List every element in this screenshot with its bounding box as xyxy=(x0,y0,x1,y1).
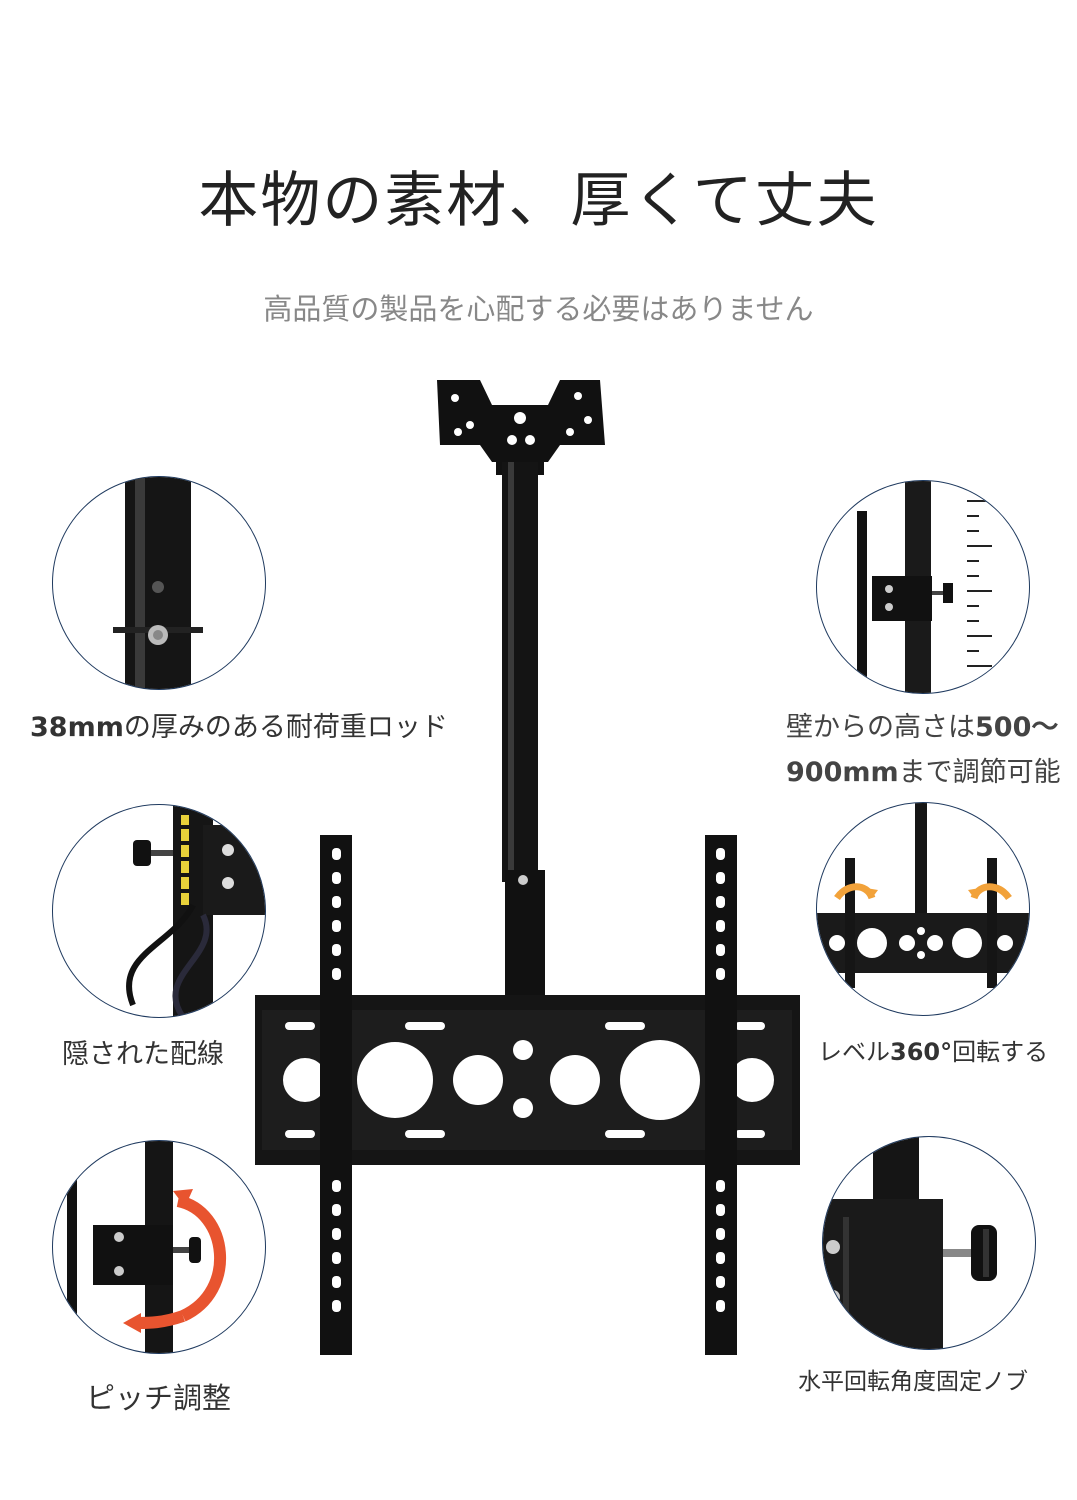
height-closeup-circle xyxy=(816,480,1030,694)
page-title: 本物の素材、厚くて丈夫 xyxy=(198,166,879,236)
height-caption-line2: 900mmまで調節可能 xyxy=(786,750,1061,789)
rod-caption-text: の厚みのある耐荷重ロッド xyxy=(123,712,448,743)
page-subtitle: 高品質の製品を心配する必要はありません xyxy=(263,292,814,326)
height-caption-prefix: 壁からの高さは xyxy=(786,712,975,743)
wiring-caption: 隠された配線 xyxy=(62,1039,224,1070)
rotation-caption-prefix: レベル xyxy=(818,1038,890,1066)
knob-caption: 水平回転角度固定ノブ xyxy=(798,1369,1028,1395)
rod-closeup-circle xyxy=(52,476,266,690)
height-caption-suffix: まで調節可能 xyxy=(898,757,1061,788)
wiring-closeup-circle xyxy=(52,804,266,1018)
rotation-caption-bold: 360° xyxy=(890,1038,953,1066)
rotation-caption: レベル360°回転する xyxy=(818,1032,1048,1067)
rotation-closeup-circle xyxy=(816,802,1030,1016)
height-caption-line1: 壁からの高さは500～ xyxy=(786,705,1061,744)
pitch-caption: ピッチ調整 xyxy=(86,1381,232,1415)
rotation-caption-suffix: 回転する xyxy=(952,1038,1049,1066)
height-caption: 壁からの高さは500～ 900mmまで調節可能 xyxy=(786,705,1061,789)
knob-closeup-circle xyxy=(822,1136,1036,1350)
rod-caption-bold: 38mm xyxy=(30,712,124,743)
height-caption-bold2: 900mm xyxy=(786,757,899,788)
pitch-closeup-circle xyxy=(52,1140,266,1354)
height-caption-bold1: 500～ xyxy=(975,712,1059,743)
rod-caption: 38mmの厚みのある耐荷重ロッド xyxy=(30,705,448,744)
